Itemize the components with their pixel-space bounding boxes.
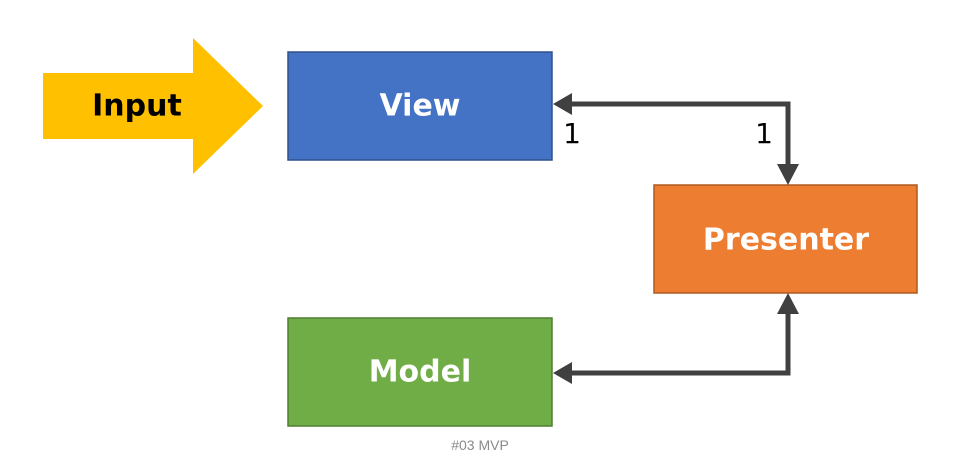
model-arrowhead — [553, 362, 572, 384]
model-presenter-connector — [570, 312, 791, 376]
view-box — [287, 51, 553, 161]
input-arrow-label: Input — [92, 89, 182, 124]
view-arrowhead — [553, 93, 572, 115]
presenter-top-arrowhead — [777, 164, 799, 185]
presenter-box — [653, 184, 918, 294]
presenter-box-label: Presenter — [703, 223, 869, 258]
view-multiplicity-label: 1 — [563, 117, 581, 150]
model-box — [287, 317, 553, 427]
presenter-multiplicity-label: 1 — [755, 117, 773, 150]
view-presenter-connector — [570, 101, 791, 166]
model-box-label: Model — [369, 355, 472, 390]
figure-caption: #03 MVP — [451, 437, 509, 453]
view-box-label: View — [379, 89, 460, 124]
presenter-bottom-arrowhead — [777, 293, 799, 314]
input-arrow — [43, 38, 263, 174]
